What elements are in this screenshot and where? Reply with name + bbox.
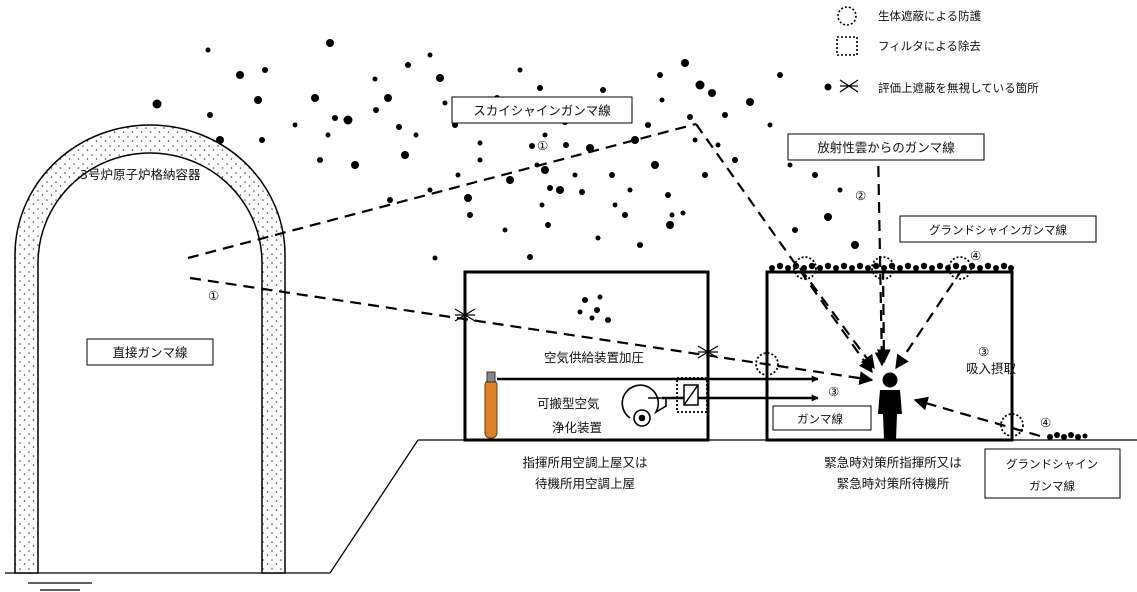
radioactive-cloud-particles bbox=[152, 39, 859, 323]
portable-air-label-2: 浄化装置 bbox=[552, 420, 602, 435]
legend: 生体遮蔽による防護 フィルタによる除去 評価上遮蔽を無視している箇所 bbox=[824, 6, 1039, 95]
direct-gamma-label: 直接ガンマ線 bbox=[112, 345, 188, 360]
legend-shield-icon bbox=[837, 6, 857, 26]
roof-deposits bbox=[769, 262, 1014, 271]
marker-2: ② bbox=[855, 188, 866, 203]
legend-particle-icon bbox=[824, 83, 832, 91]
portable-air-fan-icon bbox=[621, 384, 667, 427]
marker-3-gamma: ③ bbox=[828, 384, 839, 399]
groundshine-box-line2: ガンマ線 bbox=[1029, 479, 1075, 493]
radiation-paths bbox=[187, 122, 1041, 438]
emergency-label-1: 緊急時対策所指揮所又は bbox=[824, 455, 962, 470]
command-room-label-1: 指揮所用空調上屋又は bbox=[522, 455, 647, 470]
skyshine-label: スカイシャインガンマ線 bbox=[473, 103, 611, 118]
filter-marker bbox=[676, 377, 708, 413]
portable-air-label-1: 可搬型空気 bbox=[537, 396, 600, 411]
legend-ignored-icon bbox=[839, 79, 859, 93]
ignored-shielding-markers bbox=[454, 308, 719, 359]
command-room-label-2: 待機所用空調上屋 bbox=[535, 476, 635, 491]
inhalation-label: 吸入摂取 bbox=[966, 361, 1017, 376]
containment-vessel bbox=[14, 124, 286, 574]
ground-deposits bbox=[1047, 432, 1088, 440]
person-icon bbox=[878, 372, 902, 440]
groundshine-box: グランドシャイン ガンマ線 bbox=[984, 448, 1121, 499]
cloud-gamma-label: 放射性雲からのガンマ線 bbox=[817, 140, 955, 155]
marker-1-sky: ① bbox=[537, 138, 548, 153]
marker-4-ground: ④ bbox=[1040, 415, 1051, 430]
marker-1-direct: ① bbox=[208, 288, 219, 303]
air-supply-label: 空気供給装置加圧 bbox=[544, 350, 644, 365]
gamma-label: ガンマ線 bbox=[797, 412, 843, 426]
legend-filter-label: フィルタによる除去 bbox=[878, 39, 981, 53]
marker-3-inhalation: ③ bbox=[978, 344, 989, 359]
legend-filter-icon bbox=[836, 36, 858, 56]
emergency-label-2: 緊急時対策所待機所 bbox=[837, 476, 950, 491]
containment-vessel-label: 3号炉原子炉格納容器 bbox=[80, 167, 201, 182]
legend-ignored-label: 評価上遮蔽を無視している箇所 bbox=[878, 81, 1039, 95]
groundshine-box-line1: グランドシャイン bbox=[1006, 457, 1098, 471]
air-cylinder bbox=[484, 371, 498, 439]
marker-4-roof: ④ bbox=[970, 248, 981, 263]
groundshine-top-box: グランドシャインガンマ線 bbox=[899, 215, 1097, 243]
direct-gamma-box: 直接ガンマ線 bbox=[86, 338, 214, 366]
skyshine-box: スカイシャインガンマ線 bbox=[451, 96, 633, 124]
cloud-gamma-box: 放射性雲からのガンマ線 bbox=[787, 133, 985, 161]
groundshine-top-label: グランドシャインガンマ線 bbox=[929, 223, 1067, 237]
legend-shield-label: 生体遮蔽による防護 bbox=[878, 9, 982, 23]
biological-shielding-markers bbox=[755, 256, 1024, 437]
gamma-box: ガンマ線 bbox=[772, 405, 872, 431]
